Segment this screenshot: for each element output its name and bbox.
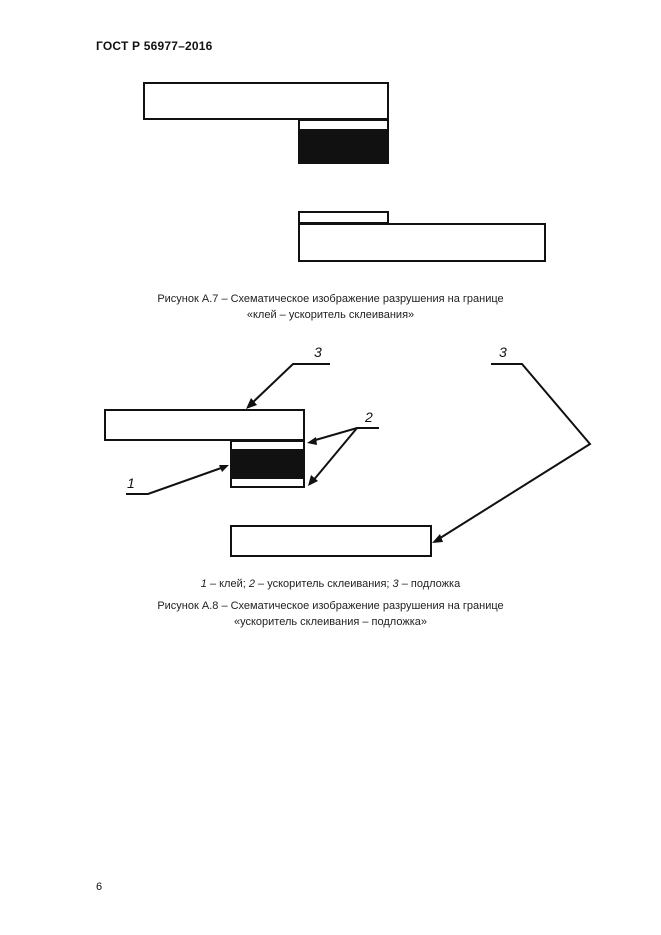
legend-text-1: – клей; — [206, 578, 249, 590]
leader-2-a — [311, 427, 379, 442]
legend-num-2: 2 — [248, 578, 255, 590]
a8-arrowheads — [219, 398, 443, 543]
figure-a7-caption-line2: «клей – ускоритель склеивания» — [246, 309, 415, 321]
legend-text-2: – ускоритель склеивания; — [254, 578, 393, 590]
a7-lower-substrate — [298, 223, 546, 262]
leader-2-b — [311, 427, 358, 483]
a8-accelerator-top — [230, 440, 305, 451]
label-3-right: 3 — [499, 344, 507, 360]
legend-num-3: 3 — [392, 578, 399, 590]
a8-adhesive — [230, 449, 305, 479]
label-3-top: 3 — [314, 344, 322, 360]
leader-3-top — [249, 363, 330, 406]
figure-a7-caption-line1: Рисунок А.7 – Схематическое изображение … — [157, 293, 504, 305]
a8-upper-substrate — [104, 409, 305, 441]
leader-3-right — [436, 363, 592, 541]
document-header: ГОСТ Р 56977–2016 — [96, 39, 213, 53]
figure-a8-caption-line1: Рисунок А.8 – Схематическое изображение … — [157, 600, 504, 612]
a8-accelerator-bottom — [230, 477, 305, 488]
leader-1 — [126, 466, 225, 495]
a7-adhesive-layer — [298, 129, 389, 164]
legend-text-3: – подложка — [398, 578, 461, 590]
label-2: 2 — [364, 409, 373, 425]
a8-lower-substrate — [230, 525, 432, 557]
figure-a8-caption-line2: «ускоритель склеивания – подложка» — [234, 616, 427, 628]
page-number: 6 — [96, 881, 103, 893]
figure-a8-legend: 1 – клей; 2 – ускоритель склеивания; 3 –… — [0, 576, 661, 592]
label-1: 1 — [127, 475, 135, 491]
legend-num-1: 1 — [200, 578, 207, 590]
a7-upper-substrate — [143, 82, 389, 120]
a8-leader-lines — [126, 363, 592, 541]
